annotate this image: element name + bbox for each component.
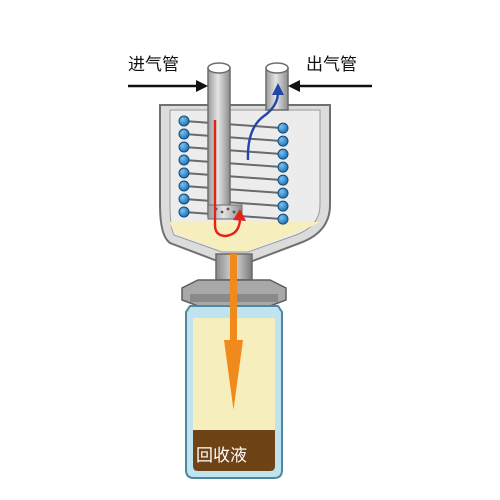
coil-wire — [183, 198, 284, 208]
coil-wire — [183, 146, 284, 156]
coil-ball — [277, 174, 289, 186]
coil-wire — [183, 185, 284, 195]
coil-ball — [178, 154, 190, 166]
coil-wire — [183, 120, 284, 130]
inlet-label: 进气管 — [128, 55, 179, 75]
arrow-right-icon — [128, 80, 208, 92]
coil-ball — [178, 180, 190, 192]
coil-wire — [183, 172, 284, 182]
coil-ball — [277, 187, 289, 199]
coil-ball — [277, 122, 289, 134]
coil-ball — [178, 141, 190, 153]
arrow-left-icon — [288, 80, 372, 92]
coil-ball — [277, 135, 289, 147]
coil-wire — [183, 133, 284, 143]
coil-ball — [178, 115, 190, 127]
coil-ball — [178, 128, 190, 140]
coil-ball — [277, 148, 289, 160]
vessel-liquid — [170, 222, 320, 251]
inlet-tube — [207, 62, 243, 220]
coil-ball — [178, 193, 190, 205]
coil-ball — [178, 206, 190, 218]
coil-ball — [277, 161, 289, 173]
coil-ball — [277, 200, 289, 212]
inflow-arrow — [213, 120, 246, 238]
bottle-sediment — [193, 430, 275, 471]
outflow-arrow — [246, 83, 284, 161]
cooling-coil — [178, 115, 289, 225]
coil-ball — [277, 213, 289, 225]
recovered-liquid-label: 回收液 — [196, 446, 247, 466]
coil-wire — [183, 159, 284, 169]
outlet-label: 出气管 — [306, 55, 357, 75]
drip-arrow — [224, 254, 243, 410]
coil-ball — [178, 167, 190, 179]
